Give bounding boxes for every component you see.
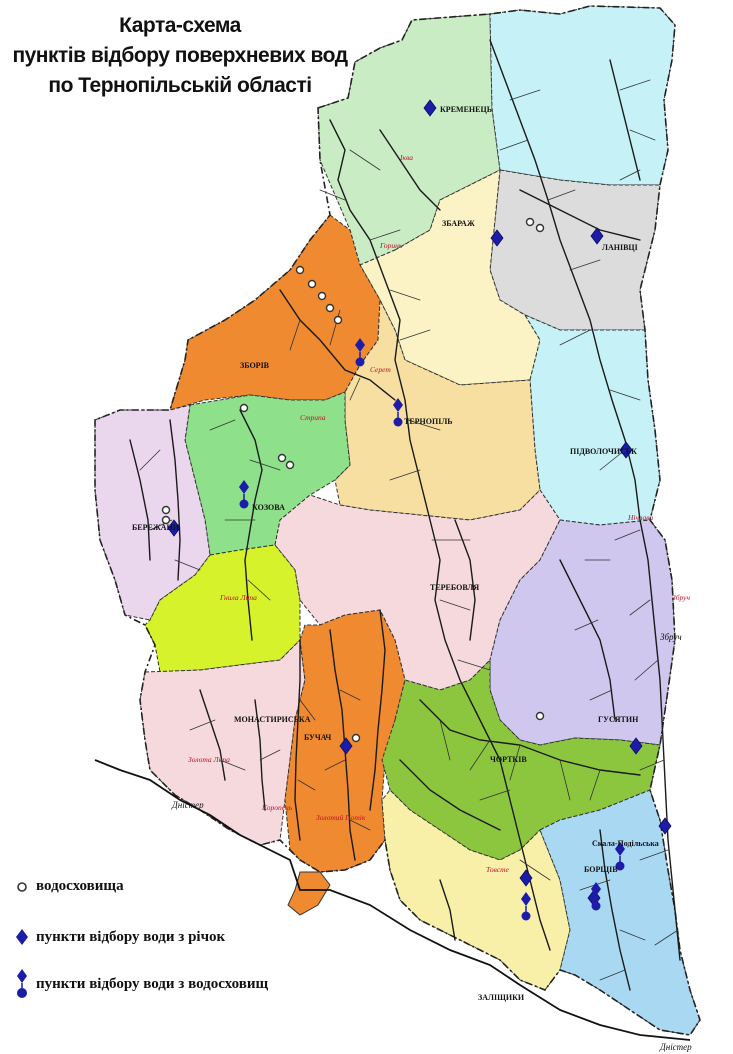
reservoirs — [161, 217, 545, 743]
legend-reservoir-points-label: пункти відбору води з водосховищ — [36, 975, 269, 992]
region-kozova — [184, 391, 351, 556]
river-label-hnyla-lypa: Гнила Липа — [219, 593, 257, 602]
river-label-nichlava: Нічлава — [627, 513, 653, 522]
town-label-lanivtsi: ЛАНІВЦІ — [602, 243, 638, 252]
town-label-buchach: БУЧАЧ — [304, 733, 331, 742]
reservoir-circle-icon — [285, 460, 295, 470]
town-label-zalishchyky: ЗАЛІЩИКИ — [478, 993, 525, 1002]
river-label-strypa: Стрипа — [300, 413, 326, 422]
town-label-chortkiv: ЧОРТКІВ — [490, 755, 527, 764]
river-label-dnister-east: Дністер — [659, 1042, 692, 1052]
town-label-kozova: КОЗОВА — [252, 503, 285, 512]
diamond-marker-icon — [658, 817, 672, 835]
town-label-monastyryska: МОНАСТИРИСЬКА — [234, 715, 311, 724]
river-label-zbruch: Збруч — [672, 593, 690, 602]
diamond-pin-marker-icon — [393, 398, 403, 427]
river-label-dnister-west: Дністер — [171, 800, 204, 810]
town-label-ternopil: ТЕРНОПІЛЬ — [404, 417, 453, 426]
river-sampling-points — [167, 99, 672, 907]
diamond-pin-marker-icon — [17, 969, 27, 998]
diamond-marker-icon — [167, 519, 181, 537]
reservoir-circle-icon — [161, 505, 171, 515]
reservoir-sampling-points — [239, 338, 625, 921]
town-label-zboriv: ЗБОРІВ — [240, 361, 270, 370]
river-label-zolota-lypa: Золота Липа — [188, 755, 230, 764]
reservoir-circle-icon — [317, 291, 327, 301]
diamond-marker-icon — [423, 99, 437, 117]
diamond-pin-marker-icon — [521, 892, 531, 921]
region-buchach-tail — [287, 871, 331, 916]
legend-river-points: пункти відбору води з річок — [14, 928, 225, 946]
town-label-pidvolochysk: ПІДВОЛОЧИСЬК — [570, 447, 637, 456]
town-label-terebovlia: ТЕРЕБОВЛЯ — [430, 583, 479, 592]
river-label-seret: Серет — [370, 365, 391, 374]
map-title-line-3: по Тернопільській області — [48, 74, 312, 97]
diamond-pin-marker-icon — [615, 842, 625, 871]
reservoir-circle-icon — [295, 265, 305, 275]
reservoir-circle-icon — [333, 315, 343, 325]
reservoir-circle-icon — [17, 881, 27, 892]
diamond-pin-marker-icon — [591, 882, 601, 911]
diamond-marker-icon — [629, 737, 643, 755]
diamond-marker-icon — [619, 441, 633, 459]
legend-river-points-label: пункти відбору води з річок — [36, 928, 226, 945]
river-network — [129, 39, 681, 991]
diamond-marker-icon — [590, 227, 604, 245]
district-regions — [94, 5, 701, 1036]
river-label-horyn: Горинь — [379, 241, 403, 250]
diamond-marker-icon — [16, 929, 28, 945]
river-label-tovste: Товсте — [486, 865, 510, 874]
town-label-skala: Скала-Подільська — [592, 839, 659, 848]
region-terebovlia — [274, 489, 561, 691]
reservoir-circle-icon — [161, 515, 171, 525]
diamond-marker-icon — [339, 737, 353, 755]
diamond-pin-marker-icon — [239, 480, 249, 509]
oblast-border — [94, 5, 701, 1036]
reservoir-circle-icon — [277, 453, 287, 463]
diamond-marker-icon — [519, 869, 533, 887]
town-label-zbarazh: ЗБАРАЖ — [442, 219, 475, 228]
region-berezhany — [94, 404, 211, 621]
legend-reservoir-points: пункти відбору води з водосховищ — [14, 968, 268, 1000]
reservoir-circle-icon — [307, 279, 317, 289]
river-label-koropets: Коропець — [261, 803, 293, 812]
dnister-river — [94, 759, 691, 1041]
town-label-berezhany: БЕРЕЖАНИ — [132, 523, 180, 532]
map-title-line-1: Карта-схема — [119, 14, 241, 37]
river-label-ikva: Іква — [399, 153, 413, 162]
river-label-zolotyi-potik: Золотий Потік — [316, 813, 366, 822]
reservoir-circle-icon — [351, 733, 361, 743]
reservoir-circle-icon — [239, 403, 249, 413]
region-pidvolochysk — [523, 313, 661, 526]
diamond-pin-marker-icon — [355, 338, 365, 367]
diamond-marker-icon — [490, 229, 504, 247]
town-label-kremenets: КРЕМЕНЕЦЬ — [440, 105, 492, 114]
reservoir-circle-icon — [535, 711, 545, 721]
town-label-borshchiv: БОРЩІВ — [584, 865, 618, 874]
map-title-line-2: пунктів відбору поверхневих вод — [12, 44, 348, 67]
legend-reservoirs-label: водосховища — [36, 878, 124, 894]
reservoir-circle-icon — [325, 303, 335, 313]
reservoir-circle-icon — [535, 223, 545, 233]
town-label-husiatyn: ГУСЯТИН — [598, 715, 639, 724]
reservoir-circle-icon — [525, 217, 535, 227]
legend-reservoirs: водосховища — [14, 878, 124, 895]
river-label-zbruch-east: Збруч — [660, 632, 682, 642]
region-north-east — [489, 5, 676, 186]
region-pidhaitsi — [144, 544, 301, 673]
region-zboriv — [169, 214, 381, 411]
